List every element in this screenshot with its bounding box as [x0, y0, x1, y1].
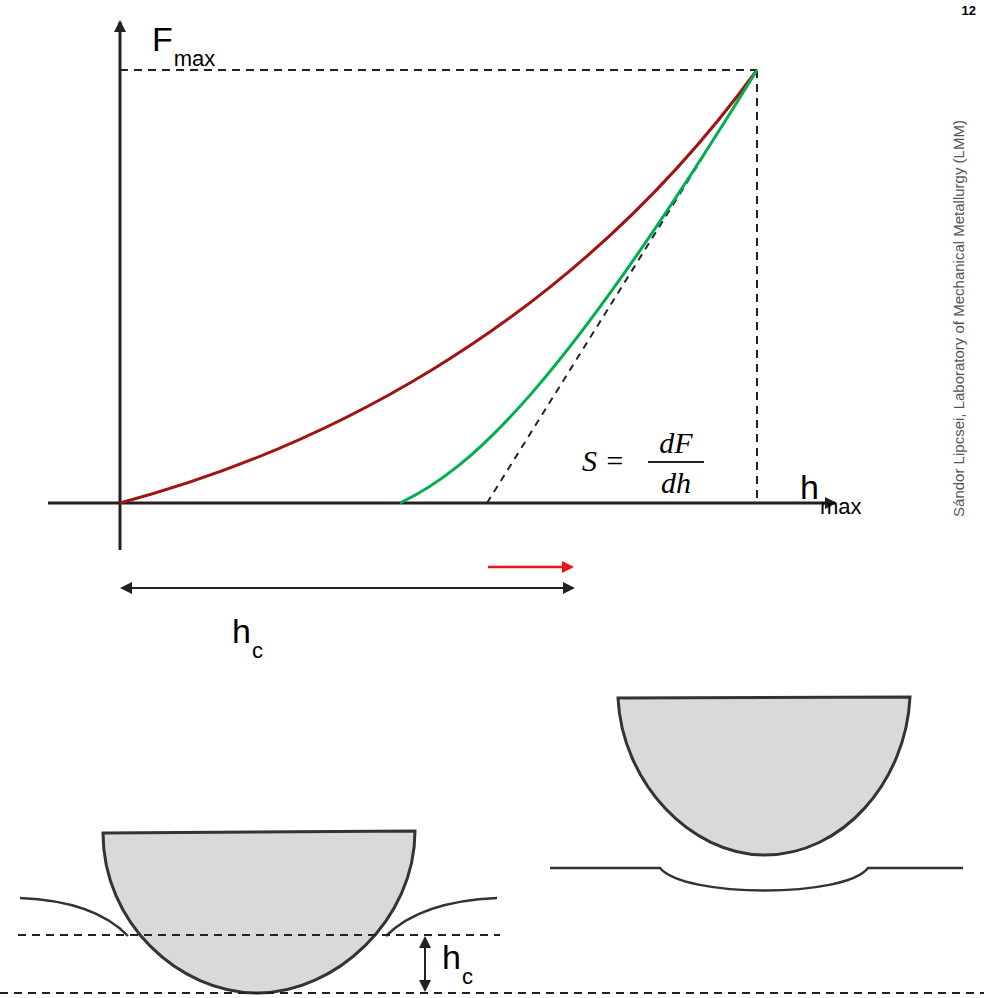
tip-level	[0, 992, 984, 994]
axis-symbol: h	[800, 470, 819, 504]
dimension-symbol: h	[442, 940, 461, 974]
axis-subscript: max	[174, 48, 216, 70]
dimension-subscript: c	[462, 966, 473, 988]
fmax-guide	[120, 69, 757, 71]
surface-left	[20, 898, 128, 936]
dimension-symbol: h	[232, 614, 251, 648]
fraction-numerator: dF	[659, 428, 692, 458]
hc-depth-arrow	[424, 938, 426, 990]
indenter-unloaded	[618, 697, 910, 855]
loading-curve	[120, 70, 757, 503]
author-watermark: Sándor Lipcsei, Laboratory of Mechanical…	[951, 120, 966, 517]
dimension-subscript: c	[252, 640, 263, 662]
depth-axis	[48, 502, 835, 505]
axis-symbol: F	[152, 22, 173, 56]
contact-level	[18, 934, 500, 936]
indenter-loaded	[103, 831, 415, 993]
hmax-guide	[756, 70, 758, 503]
residual-impression	[550, 868, 963, 891]
page-number: 12	[962, 4, 976, 17]
hc-dimension	[122, 587, 573, 589]
surface-right	[386, 898, 497, 936]
shift-arrow	[488, 566, 572, 569]
axis-subscript: max	[820, 496, 862, 518]
stiffness-formula: S =	[582, 446, 625, 476]
unloading-curve	[400, 70, 757, 503]
fraction-denominator: dh	[661, 468, 691, 498]
fraction-bar	[648, 461, 704, 463]
force-axis	[119, 22, 122, 550]
